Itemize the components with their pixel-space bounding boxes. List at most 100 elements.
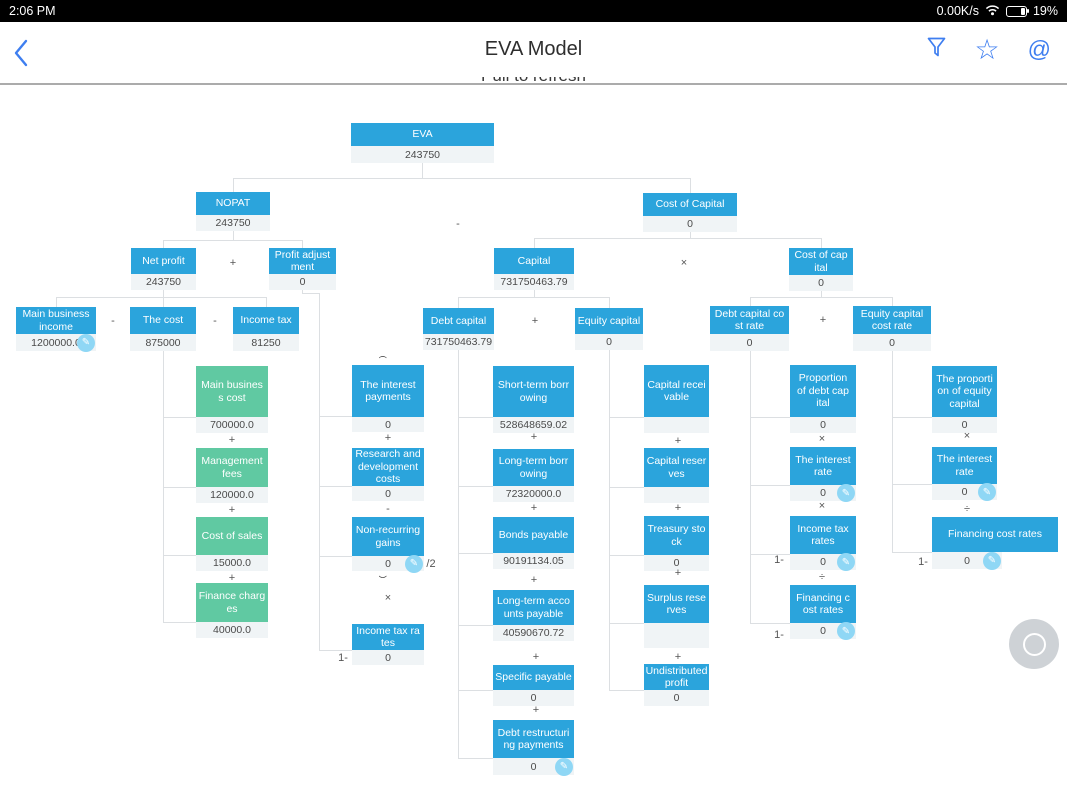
connector-line <box>892 484 932 485</box>
node-label: The interest rate <box>790 447 856 485</box>
connector-line <box>609 690 644 691</box>
edit-icon[interactable]: ✎ <box>405 554 423 573</box>
node-value: 15000.0 <box>196 555 268 571</box>
node-label: Financing cost rates <box>932 517 1058 552</box>
node-label: Cost of Capital <box>643 193 737 216</box>
node-value: 0 <box>644 690 709 706</box>
node-label: Capital reser ves <box>644 448 709 487</box>
node-label: The interest rate <box>932 447 997 484</box>
favorite-icon[interactable]: ☆ <box>974 33 1000 65</box>
node-value: 0✎ <box>493 757 574 776</box>
edit-icon[interactable]: ✎ <box>77 333 95 352</box>
node-label: Cost of sales <box>196 517 268 555</box>
back-icon[interactable] <box>12 38 29 73</box>
operator: + <box>674 435 682 447</box>
filter-icon[interactable] <box>926 36 947 63</box>
connector-line <box>56 297 267 298</box>
node-value: 90191134.05 <box>493 553 574 569</box>
node-value: 0✎ <box>790 484 856 502</box>
tree-node-surplus-reserves[interactable]: Surplus rese rves <box>644 585 709 648</box>
status-bar: 2:06 PM 0.00K/s 19% <box>0 0 1067 22</box>
edit-icon[interactable]: ✎ <box>983 551 1001 570</box>
node-label: Undistributed profit <box>644 664 709 690</box>
operator: + <box>530 502 538 514</box>
edit-icon[interactable]: ✎ <box>555 757 573 776</box>
node-label: Profit adjust ment <box>269 248 336 274</box>
node-value: 243750 <box>131 274 196 290</box>
node-value: 0 <box>575 334 643 350</box>
operator: × <box>818 433 826 445</box>
connector-line <box>609 297 610 308</box>
node-label: Long-term acco unts payable <box>493 590 574 625</box>
node-label: Treasury sto ck <box>644 516 709 555</box>
tree-node-capital-reserves[interactable]: Capital reser ves <box>644 448 709 503</box>
node-value: 0 <box>352 417 424 432</box>
connector-line <box>892 297 893 306</box>
node-value: 0 <box>789 275 853 291</box>
page-title: EVA Model <box>484 38 583 60</box>
connector-line <box>458 417 493 418</box>
floating-action-button[interactable] <box>1009 619 1059 669</box>
operator: × <box>384 592 392 604</box>
node-label: Short-term borr owing <box>493 366 574 417</box>
edit-icon[interactable]: ✎ <box>837 553 855 571</box>
node-label: Financing c ost rates <box>790 585 856 623</box>
node-value: 72320000.0 <box>493 486 574 502</box>
connector-line <box>319 486 352 487</box>
connector-line <box>56 297 57 307</box>
mention-icon[interactable]: @ <box>1027 36 1051 62</box>
edit-icon[interactable]: ✎ <box>837 622 855 640</box>
connector-line <box>609 555 644 556</box>
operator: + <box>532 704 540 716</box>
node-value: 120000.0 <box>196 487 268 503</box>
operator: 1- <box>774 554 784 566</box>
node-label: Management fees <box>196 448 268 487</box>
node-label: Debt capital co st rate <box>710 306 789 334</box>
tree-node-capital-receivable[interactable]: Capital recei vable <box>644 365 709 433</box>
edit-icon[interactable]: ✎ <box>837 484 855 502</box>
node-value: 0 <box>710 334 789 351</box>
edit-icon[interactable]: ✎ <box>978 483 996 501</box>
node-label: Specific payable <box>493 665 574 690</box>
operator: + <box>530 574 538 586</box>
node-value: 0 <box>932 417 997 433</box>
connector-line <box>690 178 691 193</box>
